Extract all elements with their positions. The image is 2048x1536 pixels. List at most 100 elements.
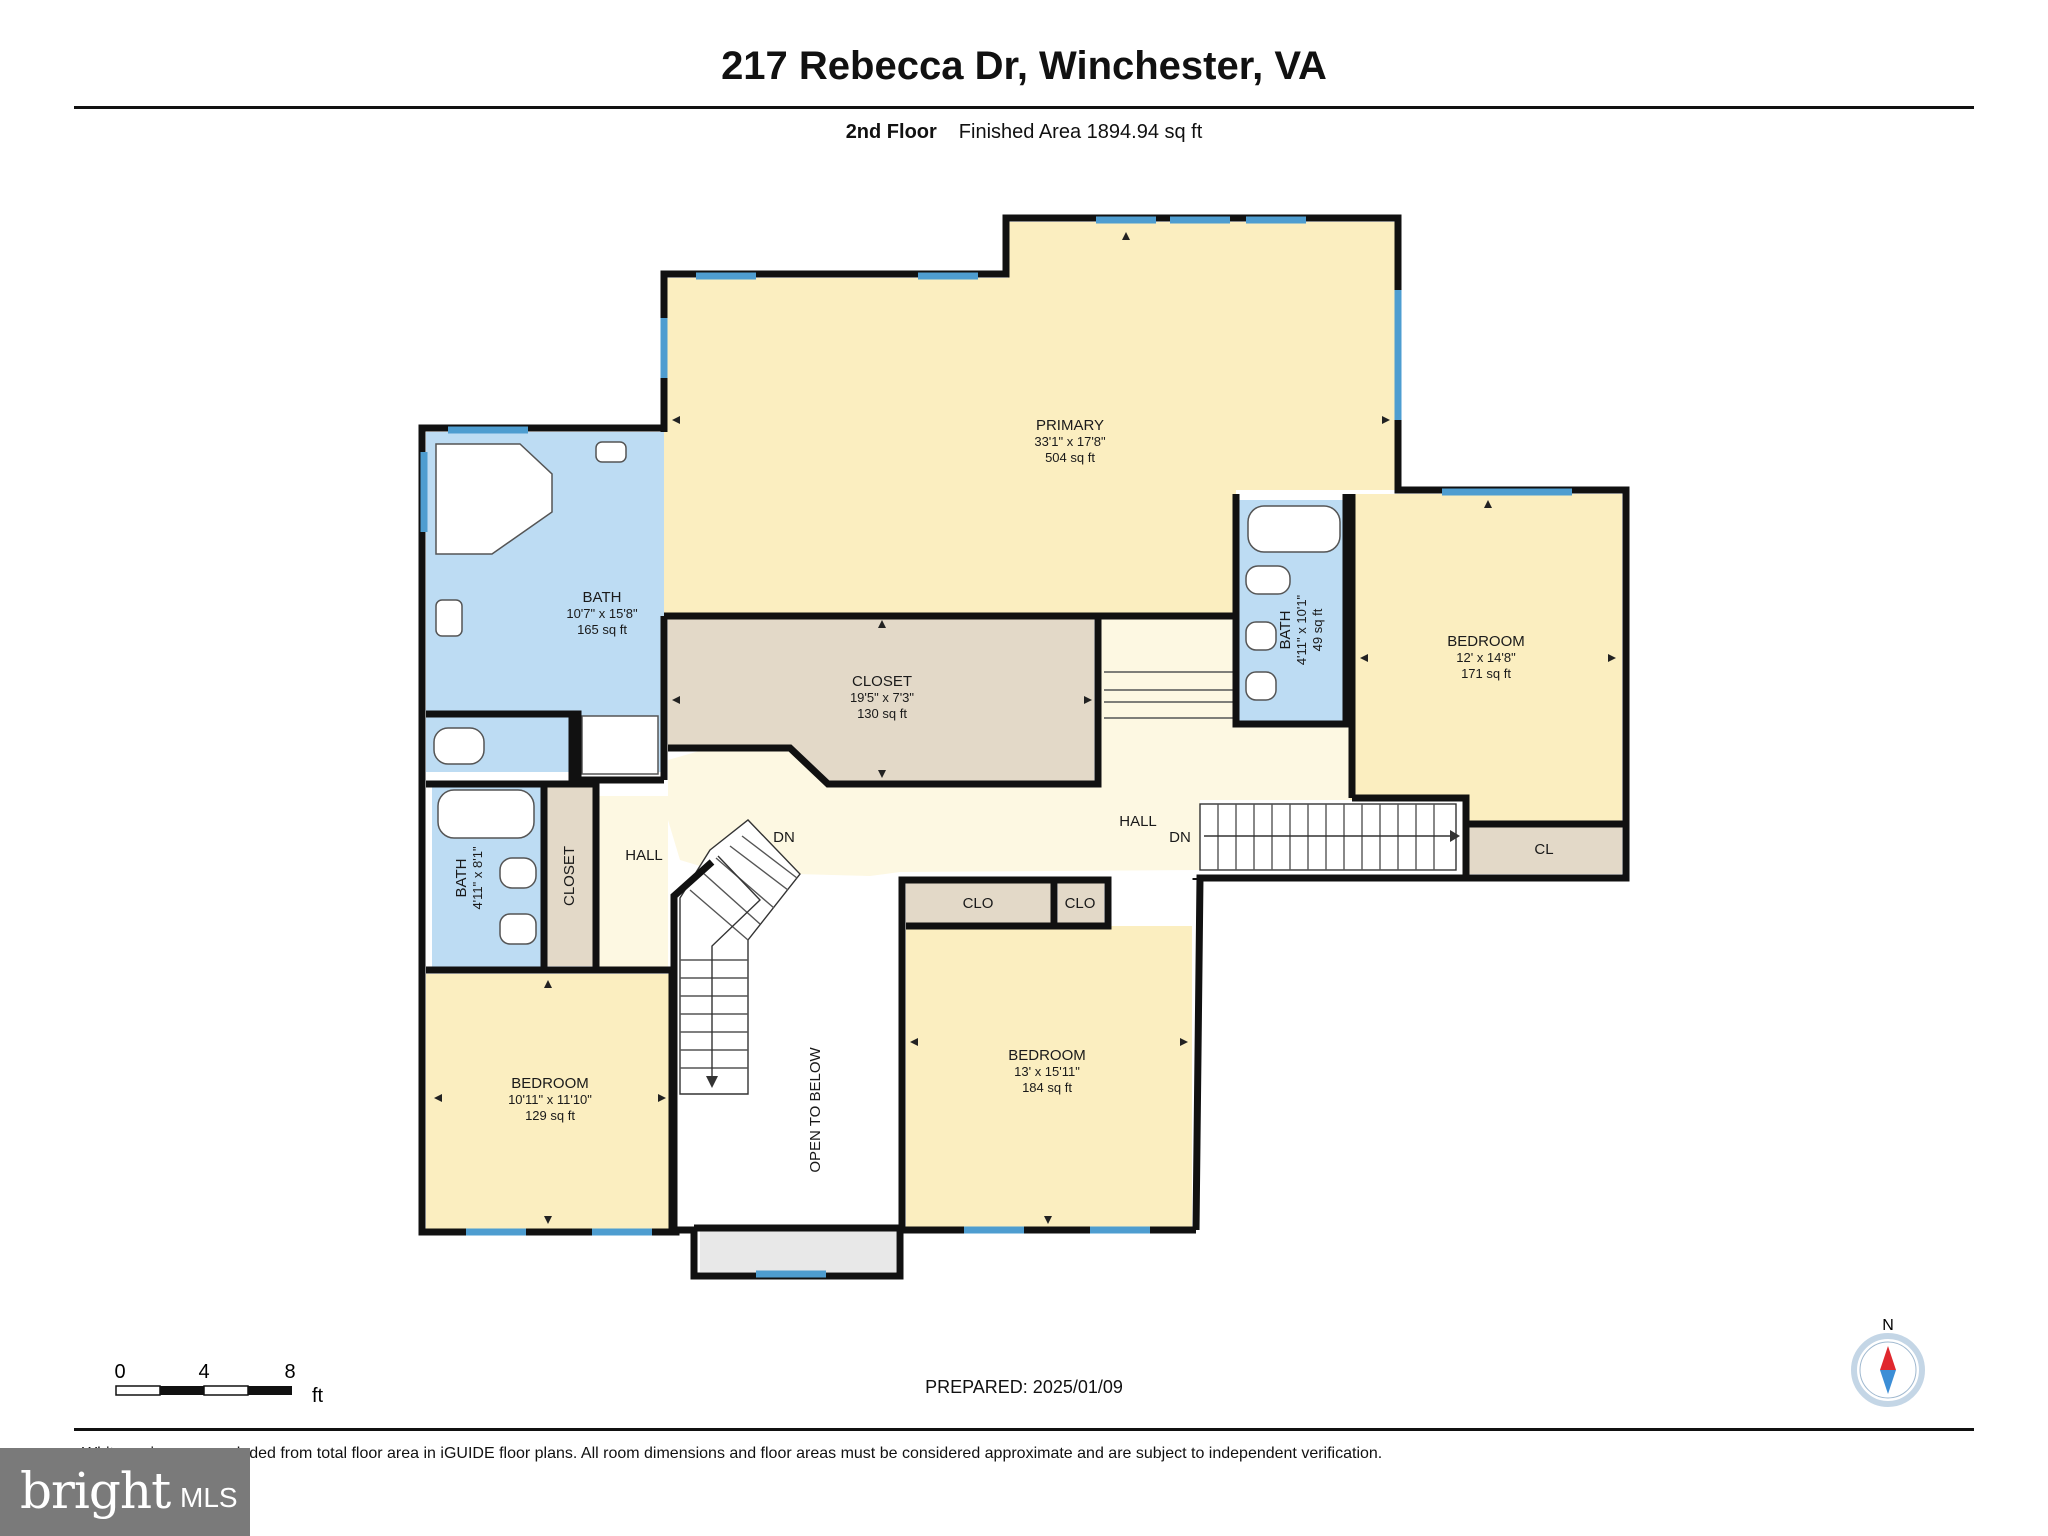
tub-left — [437, 789, 535, 839]
dim-marker — [1180, 1038, 1188, 1046]
fixtures — [433, 441, 1341, 945]
toilet-right — [1245, 565, 1291, 595]
dim-marker — [1044, 1216, 1052, 1224]
stair-upper-treads — [1104, 671, 1236, 719]
corner-tub — [435, 443, 553, 555]
open-to-below-text: OPEN TO BELOW — [807, 1047, 824, 1173]
stair-left-arrowhead — [706, 1076, 718, 1088]
wall-right-bath — [1232, 494, 1350, 728]
dim-marker — [544, 1216, 552, 1224]
clo-2 — [1058, 882, 1104, 926]
shower-1 — [581, 715, 659, 775]
hall-left-name: HALL — [625, 847, 663, 864]
prepared-date: PREPARED: 2025/01/09 — [925, 1377, 1123, 1397]
logo-mls: MLS — [180, 1482, 238, 1513]
title-rule — [74, 106, 1974, 109]
toilet-1 — [433, 727, 485, 765]
primary-name: PRIMARY — [1036, 417, 1104, 434]
scale-segment — [160, 1386, 204, 1395]
bedroom-center-name: BEDROOM — [1008, 1047, 1086, 1064]
wall-right-bed-bottom — [1352, 794, 1626, 828]
disclaimer: White regions are excluded from total fl… — [82, 1445, 1383, 1462]
page-title: 217 Rebecca Dr, Winchester, VA — [721, 44, 1327, 88]
sink-right-2 — [1245, 671, 1277, 701]
primary-room — [664, 222, 1396, 616]
dim-marker — [910, 1038, 918, 1046]
left-closet — [546, 786, 594, 966]
bath-left-name: BATH — [453, 859, 470, 898]
sink-right-1 — [1245, 621, 1277, 651]
closet-left-name: CLOSET — [561, 846, 578, 906]
dn-right: DN — [1169, 829, 1191, 846]
bath-main-area: 165 sq ft — [577, 622, 627, 637]
primary-area: 504 sq ft — [1045, 450, 1095, 465]
scale-bar: 0 4 8 ft — [114, 1361, 324, 1406]
bedroom-right-name: BEDROOM — [1447, 633, 1525, 650]
toilet-left — [499, 857, 537, 889]
closet-left-label: CLOSET — [561, 846, 578, 906]
bedroom-left-area: 129 sq ft — [525, 1108, 575, 1123]
footer-rule — [74, 1428, 1974, 1431]
clo-2-name: CLO — [1065, 895, 1096, 912]
primary-dims: 33'1" x 17'8" — [1034, 434, 1106, 449]
dim-marker — [1084, 696, 1092, 704]
scale-tick-0: 0 — [114, 1361, 125, 1383]
bath-main-name: BATH — [583, 589, 622, 606]
outer-wall-bottom — [418, 424, 1196, 1280]
bath-main-dims: 10'7" x 15'8" — [566, 606, 638, 621]
vanity-sink-1 — [595, 441, 627, 463]
stair-left — [679, 819, 801, 1095]
open-to-below-label: OPEN TO BELOW — [807, 1047, 824, 1173]
dim-marker — [1608, 654, 1616, 662]
left-hall — [598, 796, 668, 970]
clo-1 — [906, 882, 1052, 926]
stair-left-arrow — [711, 855, 761, 1078]
compass-south-needle — [1880, 1370, 1896, 1394]
scale-segment — [248, 1386, 292, 1395]
bath-right-label: BATH 4'11" x 10'1" 49 sq ft — [1277, 594, 1325, 665]
bedroom-center-dims: 13' x 15'11" — [1014, 1064, 1080, 1079]
finished-area: Finished Area 1894.94 sq ft — [958, 121, 1203, 143]
center-bedroom — [906, 926, 1192, 1228]
stair-right — [1199, 803, 1457, 871]
stair-left-treads — [680, 835, 798, 1069]
bedroom-left-name: BEDROOM — [511, 1075, 589, 1092]
closet-main-area: 130 sq ft — [857, 706, 907, 721]
clo-1-name: CLO — [963, 895, 994, 912]
bath-left-label: BATH 4'11" x 8'1" — [453, 846, 485, 909]
wall-main-bath-bottom — [426, 710, 664, 784]
dn-left: DN — [773, 829, 795, 846]
dim-marker — [1484, 500, 1492, 508]
wall-center-bedroom — [898, 876, 1112, 1230]
dim-marker — [1382, 416, 1390, 424]
closet-main-dims: 19'5" x 7'3" — [850, 690, 914, 705]
walls — [418, 214, 1630, 1280]
dim-marker — [1122, 232, 1130, 240]
vanity-sink-2 — [435, 599, 463, 637]
dim-marker — [1360, 654, 1368, 662]
hall-center-name: HALL — [1119, 813, 1157, 830]
logo-bright: bright — [20, 1462, 171, 1520]
wall-closet-bottom — [668, 616, 1102, 788]
bath-right-dims: 4'11" x 10'1" — [1294, 594, 1309, 665]
scale-tick-4: 4 — [198, 1361, 209, 1383]
dim-marker — [658, 1094, 666, 1102]
dim-marker — [672, 696, 680, 704]
dim-marker — [672, 416, 680, 424]
compass-north-label: N — [1882, 1317, 1894, 1334]
central-hall — [668, 616, 1350, 876]
bright-mls-logo: bright MLS — [0, 1448, 250, 1536]
compass: N — [1851, 1317, 1925, 1407]
bedroom-left-dims: 10'11" x 11'10" — [508, 1092, 592, 1107]
dim-marker — [434, 1094, 442, 1102]
bath-right-name: BATH — [1277, 611, 1294, 650]
scale-unit: ft — [312, 1385, 324, 1406]
right-bedroom — [1350, 494, 1622, 824]
left-bedroom — [426, 974, 672, 1230]
bath-left-dims: 4'11" x 8'1" — [470, 846, 485, 909]
bedroom-right-area: 171 sq ft — [1461, 666, 1511, 681]
stair-right-treads — [1217, 804, 1435, 870]
bath-right-area: 49 sq ft — [1310, 608, 1325, 651]
